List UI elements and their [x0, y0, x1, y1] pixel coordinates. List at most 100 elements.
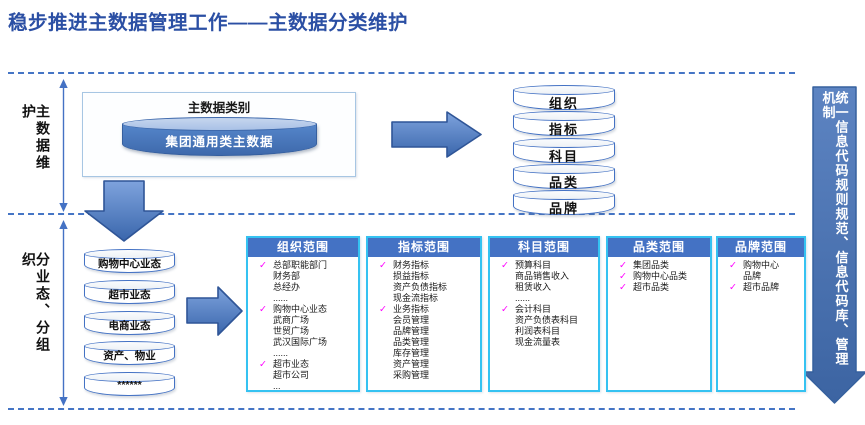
check-icon: ✓ [501, 260, 509, 271]
cylinder-label: ****** [117, 379, 142, 392]
list-item: 品类管理 [373, 337, 478, 348]
section-divider-middle [8, 213, 795, 215]
check-icon [373, 282, 393, 293]
item-text: 资产管理 [393, 359, 430, 369]
cylinder-body [513, 142, 615, 163]
item-text: 会计科目 [515, 304, 552, 314]
item-text: 利润表科目 [515, 326, 561, 336]
check-icon [253, 337, 273, 348]
cylinder-body [84, 284, 175, 304]
list-item: ✓ 购物中心品类 [613, 271, 708, 282]
item-text: 现金流指标 [393, 293, 439, 303]
check-icon [495, 282, 515, 293]
cylinder-label: 指标 [548, 122, 579, 138]
scope-column-organization: 组织范围 ✓ 总部职能部门 财务部 总经办 [246, 236, 360, 392]
check-icon [495, 337, 515, 348]
scope-column-category: 品类范围 ✓ 集团品类 ✓ 购物中心品类 ✓ 超市品类 [606, 236, 712, 392]
cylinder-top [122, 117, 317, 131]
page-title: 稳步推进主数据管理工作——主数据分类维护 [8, 12, 409, 34]
down-arrow-icon [84, 180, 164, 242]
list-item: 超市公司 [253, 370, 356, 381]
column-item-list: ✓ 预算科目 商品销售收入 租赁收入 ...... [490, 257, 598, 348]
business-format-cylinder: 电商业态 [84, 310, 175, 335]
item-text: 资产负债指标 [393, 282, 448, 292]
check-icon [253, 370, 273, 381]
item-text: 资产负债表科目 [515, 315, 579, 325]
cylinder-body [84, 346, 175, 366]
list-item: 武商广场 [253, 315, 356, 326]
cylinder-top [84, 341, 175, 352]
item-text: ... [273, 381, 281, 391]
business-format-cylinder: 超市业态 [84, 279, 175, 304]
column-header: 品牌范围 [718, 238, 804, 257]
cylinder-top [513, 111, 615, 122]
category-cylinder: 科目 [513, 137, 615, 164]
check-icon [373, 271, 393, 282]
check-icon [373, 348, 393, 359]
item-text: 武汉国际广场 [273, 337, 328, 347]
vertical-range-arrow-bottom-icon [59, 220, 68, 406]
cylinder-body [84, 254, 175, 273]
check-icon [253, 271, 273, 282]
cylinder-top [513, 137, 615, 148]
cylinder-top [84, 310, 175, 321]
check-icon: ✓ [501, 304, 509, 315]
list-item: 资产管理 [373, 359, 478, 370]
check-icon: ✓ [729, 260, 737, 271]
check-icon: ✓ [729, 282, 737, 293]
check-icon [373, 326, 393, 337]
list-item: ✓ 会计科目 [495, 304, 596, 315]
list-item: ✓ 购物中心业态 [253, 304, 356, 315]
check-icon [373, 337, 393, 348]
check-icon: ✓ [379, 304, 387, 315]
column-item-list: ✓ 购物中心 品牌 ✓ 超市品牌 [718, 257, 804, 293]
list-item: ✓ 预算科目 [495, 260, 596, 271]
check-icon [253, 348, 273, 359]
cylinder-body [513, 116, 615, 137]
item-text: 业务指标 [393, 304, 430, 314]
item-text: 预算科目 [515, 260, 552, 270]
item-text: ...... [273, 348, 289, 358]
list-item: ... [253, 381, 356, 392]
cylinder-top [84, 279, 175, 290]
section-divider-top [8, 72, 795, 74]
check-icon [373, 359, 393, 370]
cylinder-body [84, 377, 175, 397]
list-item: 品牌管理 [373, 326, 478, 337]
item-text: 购物中心品类 [633, 271, 688, 281]
list-item: 商品销售收入 [495, 271, 596, 282]
cylinder-body [513, 90, 615, 110]
box-title: 主数据类别 [187, 101, 251, 115]
list-item: 财务部 [253, 271, 356, 282]
cylinder-top [84, 249, 175, 259]
item-text: 总部职能部门 [273, 260, 328, 270]
scope-column-indicator: 指标范围 ✓ 财务指标 损益指标 资产负债指标 [366, 236, 482, 392]
check-icon [495, 326, 515, 337]
list-item: 总经办 [253, 282, 356, 293]
item-text: 现金流量表 [515, 337, 561, 347]
item-text: 采购管理 [393, 370, 430, 380]
banner-down-arrow-icon [802, 86, 865, 404]
item-text: 会员管理 [393, 315, 430, 325]
item-text: 商品销售收入 [515, 271, 570, 281]
category-cylinder: 组织 [513, 85, 615, 111]
list-item: ✓ 购物中心 [723, 260, 802, 271]
check-icon: ✓ [379, 260, 387, 271]
cylinder-label: 品类 [548, 174, 579, 190]
category-cylinder-stack: 组织 指标 科目 品类 品牌 [513, 85, 615, 216]
item-text: 总经办 [273, 282, 301, 292]
master-data-category-box: 主数据类别 集团通用类主数据 [82, 92, 356, 177]
check-icon [495, 271, 515, 282]
list-item: ...... [495, 293, 596, 304]
list-item: 现金流指标 [373, 293, 478, 304]
list-item: 利润表科目 [495, 326, 596, 337]
check-icon: ✓ [619, 271, 627, 282]
business-format-cylinder: 购物中心业态 [84, 249, 175, 273]
cylinder-body [513, 168, 615, 189]
list-item: 租赁收入 [495, 282, 596, 293]
item-text: 库存管理 [393, 348, 430, 358]
check-icon [495, 293, 515, 304]
item-text: ...... [273, 293, 289, 303]
left-label-master-data-maintenance: 主数据维护 [21, 104, 51, 172]
